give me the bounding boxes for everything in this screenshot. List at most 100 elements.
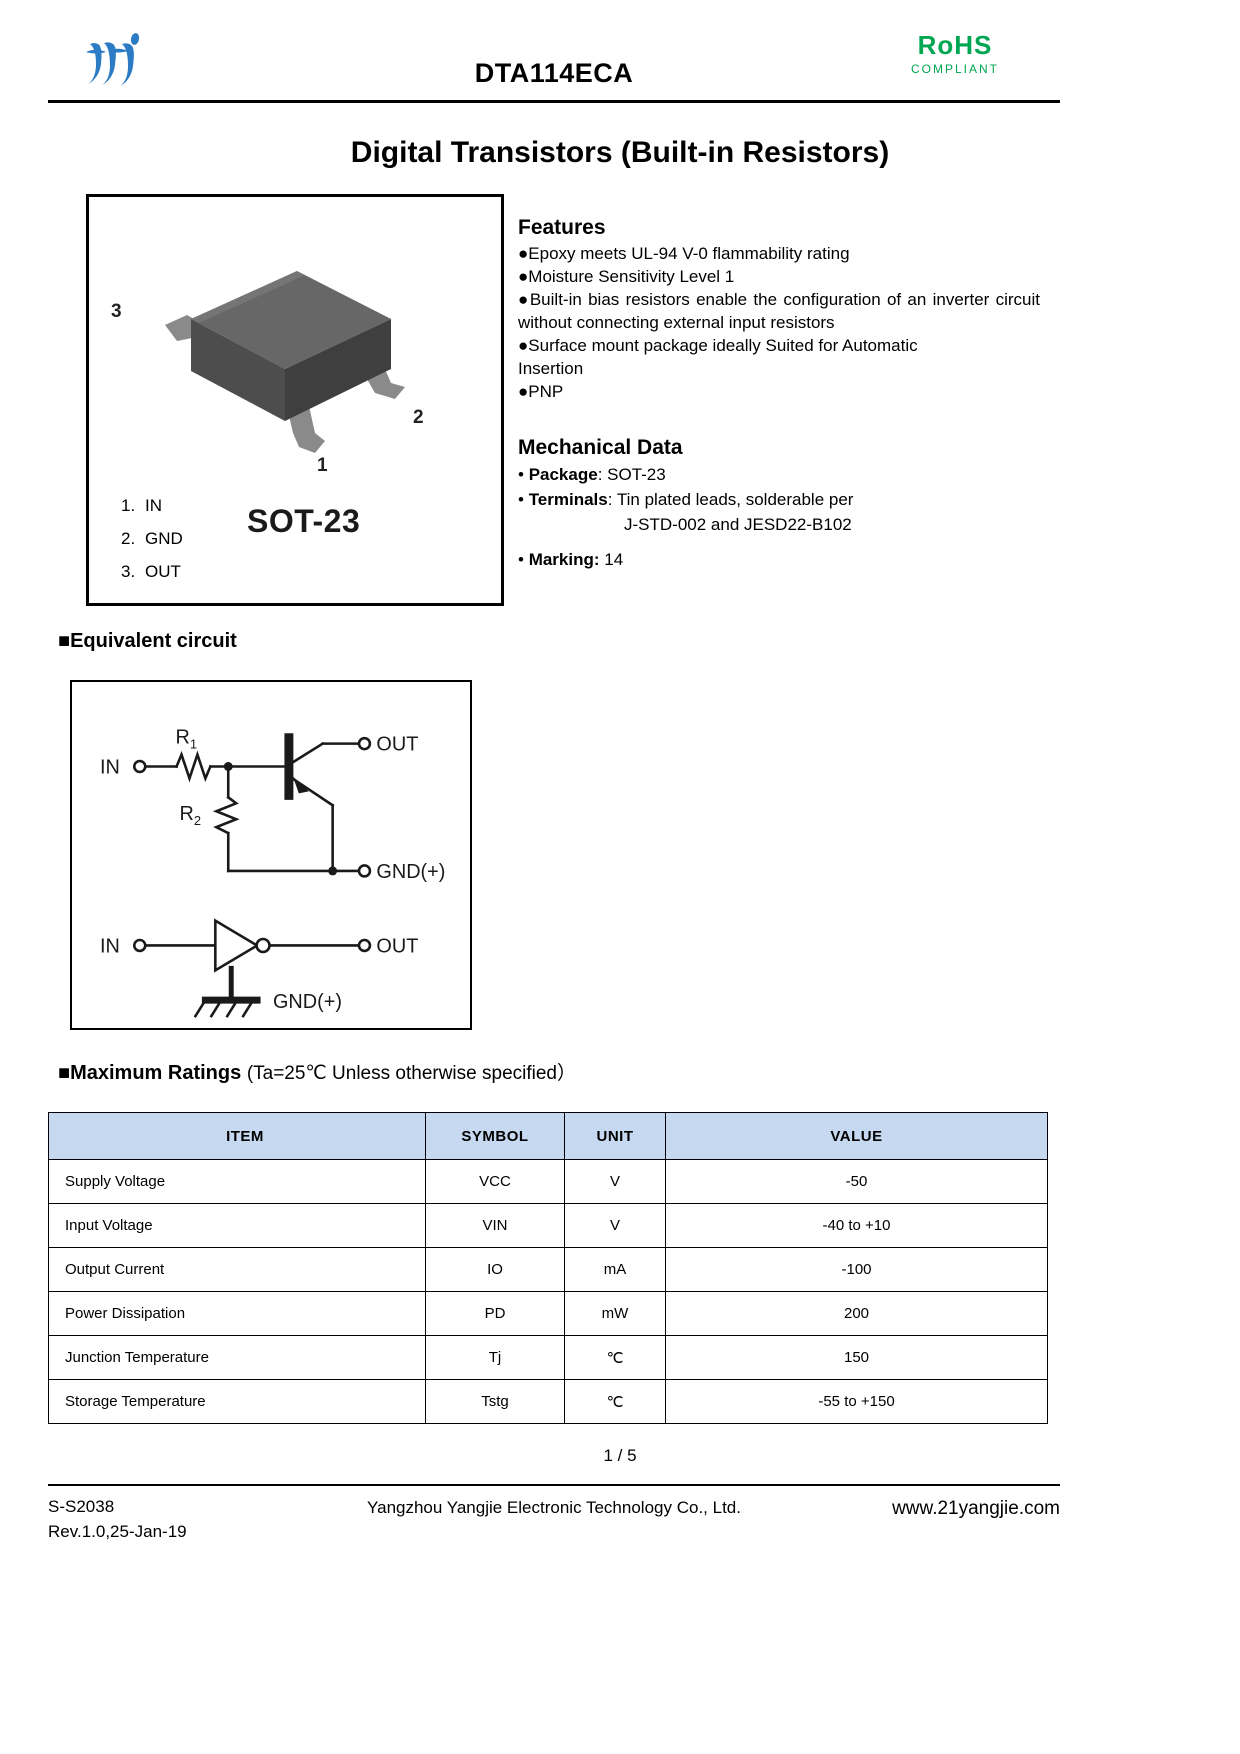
pin-legend-num-1: 1. xyxy=(121,496,136,515)
pin-callout-2: 2 xyxy=(413,407,424,428)
mechanical-spacer xyxy=(518,537,1040,547)
cell-symbol: IO xyxy=(425,1247,565,1292)
footer-doc-code: S-S2038 xyxy=(48,1497,115,1516)
mechanical-marking-label: Marking: xyxy=(528,550,600,569)
footer-revision: Rev.1.0,25-Jan-19 xyxy=(48,1522,187,1541)
bullet-icon: ● xyxy=(518,244,529,263)
column-header-symbol: SYMBOL xyxy=(425,1112,565,1160)
features-heading: Features xyxy=(518,216,606,239)
feature-item-5-text: PNP xyxy=(528,382,564,401)
footer-website-link[interactable]: www.21yangjie.com xyxy=(892,1498,1060,1519)
cell-unit: ℃ xyxy=(564,1379,666,1424)
mechanical-data-section: Mechanical Data • Package: SOT-23 • Term… xyxy=(518,436,1040,572)
mechanical-terminals-label: Terminals xyxy=(528,490,608,509)
feature-item-5: ●PNP xyxy=(518,380,1040,403)
cell-unit: ℃ xyxy=(564,1335,666,1380)
feature-item-1-text: Epoxy meets UL-94 V-0 flammability ratin… xyxy=(528,244,850,263)
equivalent-circuit-heading-text: Equivalent circuit xyxy=(70,630,237,652)
pin-legend-name-3: OUT xyxy=(145,562,181,581)
bullet-icon: • xyxy=(518,550,524,569)
cell-item: Junction Temperature xyxy=(48,1335,426,1380)
mechanical-marking-row: • Marking: 14 xyxy=(518,547,1040,572)
rohs-compliant-label: COMPLIANT xyxy=(910,62,999,76)
cell-value: -50 xyxy=(665,1159,1048,1204)
bullet-icon: • xyxy=(518,465,524,484)
package-type-label: SOT-23 xyxy=(247,503,361,539)
cell-item: Power Dissipation xyxy=(48,1291,426,1336)
cell-symbol: Tj xyxy=(425,1335,565,1380)
cell-item: Output Current xyxy=(48,1247,426,1292)
column-header-item: ITEM xyxy=(48,1112,426,1160)
page-title: Digital Transistors (Built-in Resistors) xyxy=(350,136,890,169)
circuit-label-in-2: IN xyxy=(100,935,120,957)
column-header-unit: UNIT xyxy=(564,1112,666,1160)
max-ratings-heading: ■Maximum Ratings (Ta=25℃ Unless otherwis… xyxy=(58,1058,576,1085)
cell-item: Storage Temperature xyxy=(48,1379,426,1424)
cell-item: Input Voltage xyxy=(48,1203,426,1248)
yangjie-logo-icon xyxy=(78,30,208,92)
cell-value: 200 xyxy=(665,1291,1048,1336)
pin-legend-row-1: 1. IN xyxy=(121,489,183,522)
pin-callout-3: 3 xyxy=(111,301,122,322)
cell-value: -55 to +150 xyxy=(665,1379,1048,1424)
max-ratings-table: ITEM SYMBOL UNIT VALUE Supply Voltage VC… xyxy=(48,1112,1048,1424)
features-section: Features ●Epoxy meets UL-94 V-0 flammabi… xyxy=(518,216,1040,403)
circuit-label-r1: R1 xyxy=(176,727,198,752)
max-ratings-heading-text: Maximum Ratings xyxy=(70,1062,242,1084)
feature-item-2-text: Moisture Sensitivity Level 1 xyxy=(528,267,735,286)
rohs-badge: RoHS COMPLIANT xyxy=(860,30,1050,76)
table-row: Input Voltage VIN V -40 to +10 xyxy=(48,1203,1048,1248)
feature-item-2: ●Moisture Sensitivity Level 1 xyxy=(518,265,1040,288)
mechanical-terminals-row: • Terminals: Tin plated leads, solderabl… xyxy=(518,487,1040,512)
header-divider xyxy=(48,100,1060,103)
equivalent-circuit-heading: ■Equivalent circuit xyxy=(58,630,237,653)
footer-divider xyxy=(48,1484,1060,1486)
page-header: DTA114ECA RoHS COMPLIANT xyxy=(48,24,1060,98)
square-bullet-icon: ■ xyxy=(58,1062,71,1084)
pnp-emitter-arrow-icon xyxy=(292,776,309,794)
circuit-label-gnd: GND(+) xyxy=(376,861,445,883)
circuit-label-in: IN xyxy=(100,756,120,778)
mechanical-marking-value: 14 xyxy=(604,550,624,569)
page-number: 1 / 5 xyxy=(603,1446,637,1465)
table-row: Power Dissipation PD mW 200 xyxy=(48,1291,1048,1336)
pin-legend-name-2: GND xyxy=(145,529,183,548)
circuit-label-out: OUT xyxy=(376,734,418,756)
feature-item-3-text: Built-in bias resistors enable the confi… xyxy=(529,290,1040,309)
feature-item-3-cont: without connecting external input resist… xyxy=(518,313,835,332)
table-header-row: ITEM SYMBOL UNIT VALUE xyxy=(48,1112,1048,1160)
pin-legend-row-3: 3.OUT xyxy=(121,555,183,588)
mechanical-package-row: • Package: SOT-23 xyxy=(518,462,1040,487)
rohs-label: RoHS xyxy=(917,30,993,60)
pin-legend-row-2: 2. GND xyxy=(121,522,183,555)
feature-item-3: ●Built-in bias resistors enable the conf… xyxy=(518,288,1040,311)
equivalent-circuit-schematic: IN OUT GND(+) R1 R2 IN OUT GND(+) xyxy=(100,727,445,1018)
circuit-label-gnd-2: GND(+) xyxy=(273,991,342,1013)
feature-item-4-cont: Insertion xyxy=(518,359,584,378)
page-footer: Yangzhou Yangjie Electronic Technology C… xyxy=(48,1492,1060,1552)
cell-unit: mW xyxy=(564,1291,666,1336)
package-diagram-box: 3 2 1 1. IN 2. GND 3.OUT SOT-23 xyxy=(86,194,504,606)
table-row: Supply Voltage VCC V -50 xyxy=(48,1159,1048,1204)
table-row: Storage Temperature Tstg ℃ -55 to +150 xyxy=(48,1379,1048,1424)
cell-value: -100 xyxy=(665,1247,1048,1292)
cell-symbol: VCC xyxy=(425,1159,565,1204)
mechanical-data-heading: Mechanical Data xyxy=(518,436,683,459)
bullet-icon: ● xyxy=(518,382,529,401)
cell-item: Supply Voltage xyxy=(48,1159,426,1204)
column-header-value: VALUE xyxy=(665,1112,1048,1160)
footer-doc-info: S-S2038 Rev.1.0,25-Jan-19 xyxy=(48,1494,187,1544)
pin-legend-name-1: IN xyxy=(145,496,162,515)
table-row: Output Current IO mA -100 xyxy=(48,1247,1048,1292)
cell-symbol: Tstg xyxy=(425,1379,565,1424)
cell-unit: mA xyxy=(564,1247,666,1292)
bullet-icon: ● xyxy=(518,290,530,309)
pin-callout-1: 1 xyxy=(317,455,328,476)
equivalent-circuit-box: IN OUT GND(+) R1 R2 IN OUT GND(+) xyxy=(70,680,472,1030)
cell-symbol: PD xyxy=(425,1291,565,1336)
mechanical-terminals-value: : Tin plated leads, solderable per xyxy=(607,490,854,509)
bullet-icon: • xyxy=(518,490,524,509)
pin-legend-num-2: 2. xyxy=(121,529,136,548)
sot23-package-illustration: 3 2 1 xyxy=(111,257,469,497)
cell-unit: V xyxy=(564,1203,666,1248)
